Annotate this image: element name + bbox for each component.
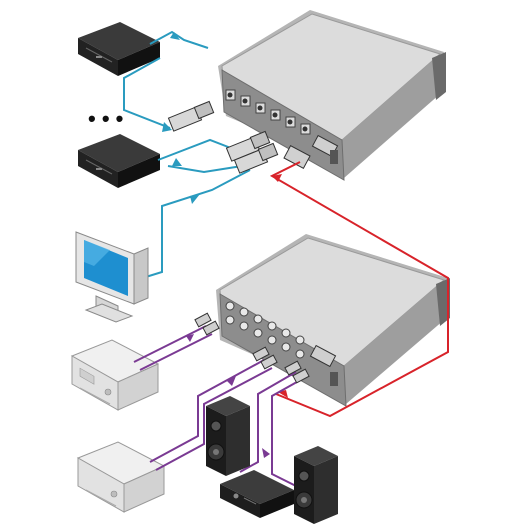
bnc-plug [233,142,279,174]
crt-monitor-icon [75,231,149,323]
video-cable-arrows [162,32,200,204]
video-switcher-unit [218,10,446,181]
bnc-plug [225,130,271,162]
serial-plug [283,144,311,170]
dvd-player-icon [78,134,160,188]
speaker-icon [206,396,250,476]
bnc-plug [167,100,215,132]
video-cables [123,30,251,281]
amplifier-icon [220,470,294,518]
audio-deck-icon [70,339,160,411]
rca-plug [194,312,310,384]
audio-cables [133,325,305,487]
control-cable [269,161,449,418]
speaker-icon [294,446,338,524]
audio-deck-icon [76,441,166,513]
dvd-player-icon [78,22,160,76]
audio-cable-arrows [186,334,270,458]
more-sources-indicator: • • • [88,106,123,131]
